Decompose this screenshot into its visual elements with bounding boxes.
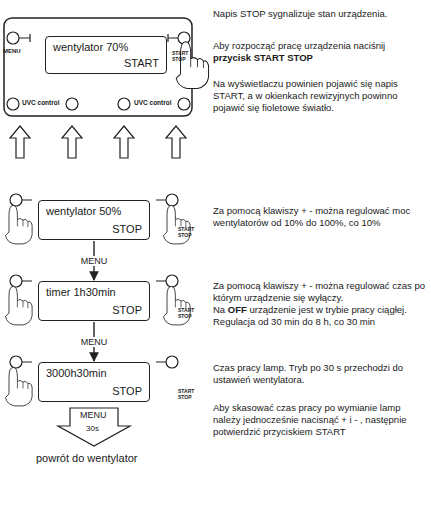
up-arrow [114, 126, 134, 158]
lcd-display: 3000h30minSTOP [38, 362, 150, 402]
hand [164, 205, 191, 244]
button-label: UVC control [22, 99, 60, 107]
button [10, 194, 22, 206]
panel-buttons [7, 32, 190, 110]
instruction-line: Regulacja od 30 min do 8 h, co 30 min [213, 316, 422, 328]
note: powrót do wentylator [36, 452, 138, 464]
display-value: 3000h30min [46, 366, 107, 380]
small-panel-buttons [10, 194, 178, 368]
button [10, 275, 22, 287]
display-status: STOP [112, 384, 142, 398]
display-value: wentylator 70% [53, 40, 128, 54]
lcd-display: timer 1h30minSTOP [38, 281, 150, 321]
button-label: START STOP [178, 307, 198, 319]
hand [164, 286, 191, 325]
button-label: START STOP [178, 388, 198, 400]
display-value: wentylator 50% [46, 204, 121, 218]
lcd-display: wentylator 70% START [45, 36, 167, 74]
lcd-display: wentylator 50% STOP [38, 200, 150, 240]
return-arrow [58, 408, 130, 446]
button [178, 98, 190, 110]
button [166, 356, 178, 368]
button-lead [22, 200, 166, 362]
instruction-text: Aby rozpocząć pracę urządzenia naciśnijp… [213, 40, 425, 64]
hand [176, 42, 208, 89]
edge-label: MENU [79, 337, 110, 347]
button [7, 32, 19, 44]
instruction-line: Czas pracy lamp. Tryb po 30 s przechodzi… [213, 362, 403, 385]
up-arrow [166, 126, 186, 158]
instruction-line: Aby rozpocząć pracę urządzenia naciśnij [213, 40, 422, 52]
instruction-text: Na wyświetlaczu powinien pojawić się nap… [213, 78, 425, 114]
button [66, 98, 78, 110]
instruction-text: Napis STOP sygnalizuje stan urządzenia. [213, 8, 425, 20]
instruction-line: Aby skasować czas pracy po wymianie lamp… [213, 402, 407, 437]
instruction-line: Za pomocą klawiszy + - można regulować m… [213, 205, 410, 228]
arrow-label: MENU [80, 410, 107, 420]
air-arrows [10, 126, 186, 158]
hand [6, 367, 33, 406]
instruction-line: Napis STOP sygnalizuje stan urządzenia. [213, 8, 387, 19]
button [10, 356, 22, 368]
display-status: START [124, 56, 159, 70]
instruction-text: Za pomocą klawiszy + - można regulować c… [213, 280, 425, 328]
hand [6, 205, 33, 244]
button-label: UVC control [134, 99, 172, 107]
button [166, 275, 178, 287]
button-label: START STOP [172, 50, 192, 62]
button [118, 98, 130, 110]
instruction-text: Za pomocą klawiszy + - można regulować m… [213, 205, 425, 229]
hand [6, 286, 33, 325]
button [166, 194, 178, 206]
instruction-line: urządzenie jest w trybie pracy ciągłej. [249, 304, 406, 315]
arrow-label: 30s [86, 424, 99, 433]
button-label: MENU [3, 48, 21, 55]
button-label: START STOP [178, 226, 198, 238]
instruction-line: OFF [228, 304, 247, 315]
instruction-text: Czas pracy lamp. Tryb po 30 s przechodzi… [213, 362, 425, 386]
up-arrow [10, 126, 30, 158]
panel-housing [4, 18, 192, 116]
display-status: STOP [112, 303, 142, 317]
up-arrow [62, 126, 82, 158]
button [7, 98, 19, 110]
instruction-line: przycisk START STOP [213, 52, 422, 64]
display-value: timer 1h30min [46, 285, 116, 299]
edge-label: MENU [79, 256, 110, 266]
display-status: STOP [112, 222, 142, 236]
instruction-line: Na wyświetlaczu powinien pojawić się nap… [213, 78, 398, 113]
instruction-text: Aby skasować czas pracy po wymianie lamp… [213, 402, 425, 438]
